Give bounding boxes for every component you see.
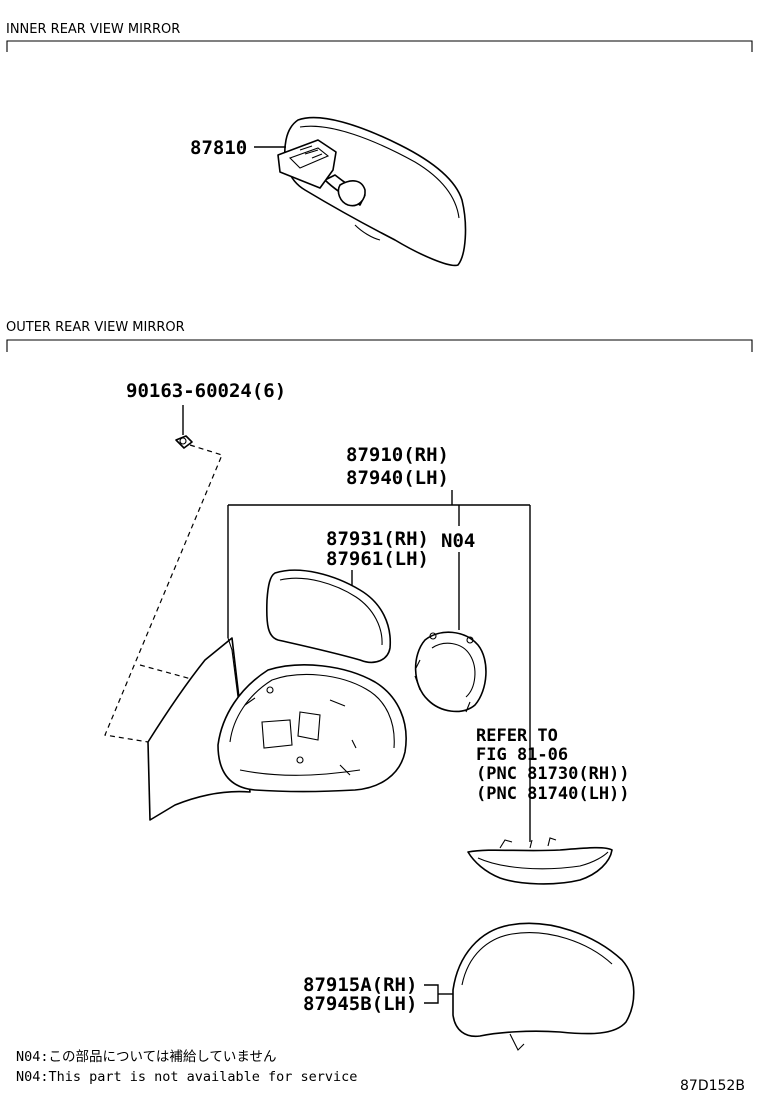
part-number-cover-rh: 87915A(RH) — [303, 974, 417, 996]
part-number-87810: 87810 — [190, 137, 247, 159]
mirror-housing-drawing — [147, 637, 407, 821]
part-number-glass-lh: 87961(LH) — [326, 548, 429, 570]
leader-cover — [424, 984, 439, 1004]
reference-line-2: FIG 81-06 — [476, 745, 568, 765]
reference-line-3: (PNC 81730(RH)) — [476, 764, 630, 784]
section-bracket-outer — [6, 339, 753, 352]
turn-signal-drawing — [467, 837, 613, 885]
part-number-glass-rh: 87931(RH) — [326, 528, 429, 550]
screw-drawing — [175, 435, 193, 449]
part-number-cover-lh: 87945B(LH) — [303, 993, 417, 1015]
assembly-bracket — [227, 490, 531, 842]
note-ja: N04:この部品については補給していません — [16, 1049, 277, 1065]
section-bracket-inner — [6, 40, 753, 52]
part-number-assy-lh: 87940(LH) — [346, 467, 449, 489]
inner-mirror-drawing — [277, 116, 467, 267]
part-number-screw: 90163-60024(6) — [126, 380, 286, 402]
mirror-cover-drawing — [452, 922, 635, 1051]
diagram-code: 87D152B — [680, 1078, 745, 1094]
note-en: N04:This part is not available for servi… — [16, 1069, 357, 1085]
reference-line-1: REFER TO — [476, 726, 558, 746]
mirror-glass-drawing — [265, 569, 392, 664]
reference-line-4: (PNC 81740(LH)) — [476, 784, 630, 804]
mirror-motor-drawing — [414, 631, 487, 713]
part-number-assy-rh: 87910(RH) — [346, 444, 449, 466]
section-title-inner: INNER REAR VIEW MIRROR — [6, 22, 180, 37]
part-number-n04: N04 — [441, 530, 475, 552]
section-title-outer: OUTER REAR VIEW MIRROR — [6, 320, 185, 335]
